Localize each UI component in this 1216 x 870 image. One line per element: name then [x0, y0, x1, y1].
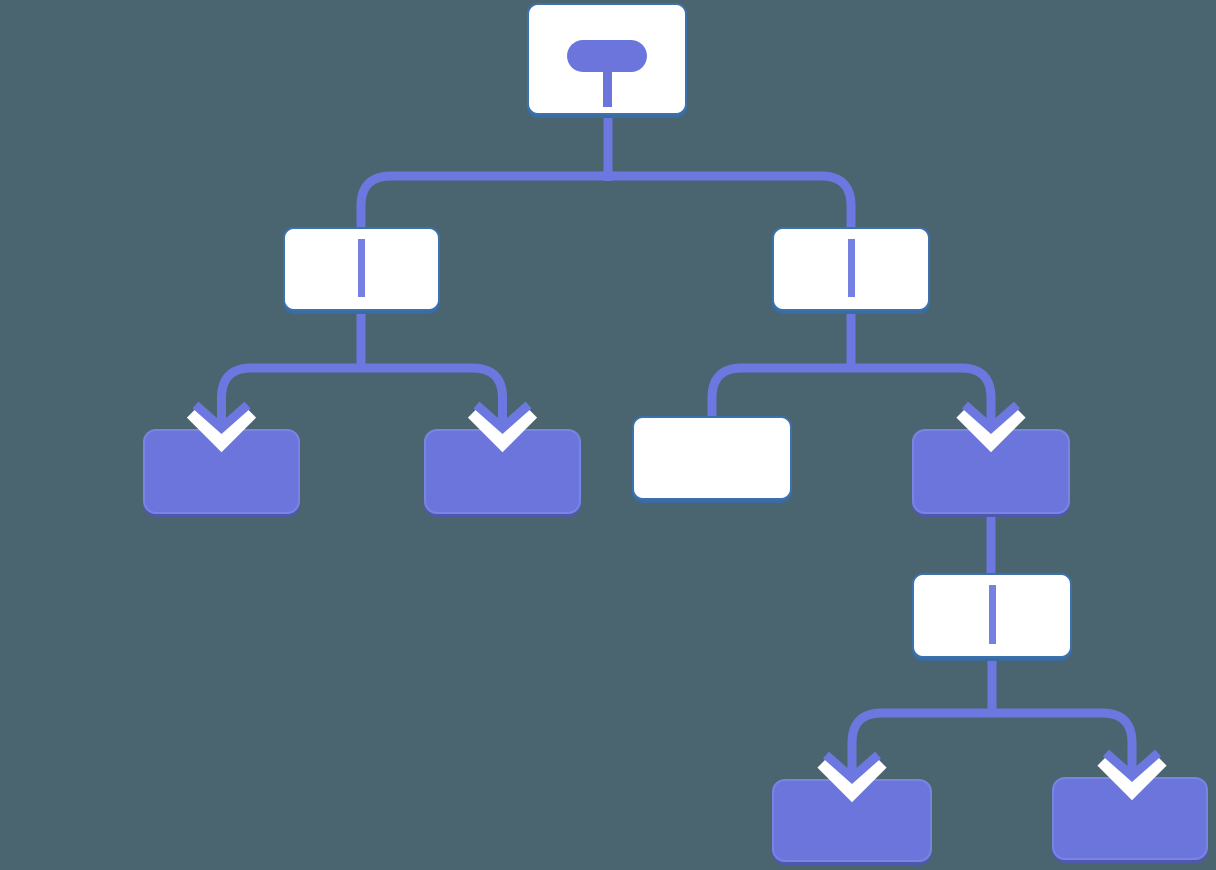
- node-branch-left[interactable]: [283, 227, 440, 311]
- node-leaf-4[interactable]: [1052, 777, 1208, 860]
- pill-stem-icon: [602, 69, 612, 107]
- divider-bar: [847, 239, 855, 297]
- node-branch-right[interactable]: [772, 227, 930, 311]
- node-action-right[interactable]: [912, 429, 1070, 514]
- node-leaf-1[interactable]: [143, 429, 300, 514]
- edge-root-branches: [356, 171, 856, 229]
- node-root[interactable]: [527, 3, 687, 115]
- divider-bar: [358, 239, 365, 297]
- node-child-plain[interactable]: [632, 416, 792, 500]
- edge-branch-left-rail: [217, 363, 507, 427]
- node-leaf-2[interactable]: [424, 429, 581, 514]
- node-branch-bottom[interactable]: [912, 573, 1072, 658]
- edge-branch-bottom-rail: [847, 708, 1137, 777]
- pill-stem-icon: [567, 40, 647, 72]
- divider-bar: [988, 585, 996, 644]
- node-leaf-3[interactable]: [772, 779, 932, 862]
